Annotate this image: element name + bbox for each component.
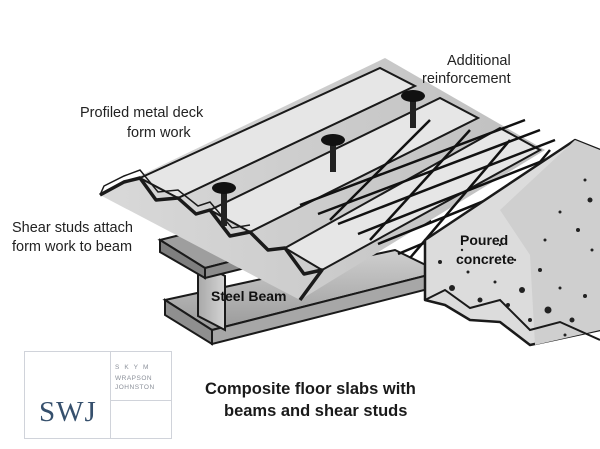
label-additional-reinforcement-line1: Additional bbox=[447, 53, 511, 69]
label-additional-reinforcement-line2: reinforcement bbox=[422, 71, 511, 87]
logo-mark: SWJ bbox=[39, 396, 97, 428]
caption-line1: Composite floor slabs with bbox=[205, 380, 416, 398]
company-logo: SWJ SKYM WRAPSON JOHNSTON bbox=[24, 351, 172, 439]
logo-sub-line1: SKYM bbox=[115, 364, 154, 371]
logo-divider-horizontal bbox=[110, 400, 171, 401]
logo-sub-line2: WRAPSON bbox=[115, 375, 153, 382]
caption-line2: beams and shear studs bbox=[224, 402, 408, 420]
label-poured-concrete-line1: Poured bbox=[460, 232, 509, 248]
shear-stud bbox=[212, 182, 236, 226]
shear-stud bbox=[401, 90, 425, 128]
label-poured-concrete-line2: concrete bbox=[456, 251, 515, 267]
logo-sub-line3: JOHNSTON bbox=[115, 384, 155, 391]
shear-studs bbox=[212, 90, 425, 226]
logo-divider bbox=[110, 352, 111, 438]
poured-concrete bbox=[423, 138, 600, 347]
shear-stud bbox=[321, 134, 345, 172]
label-metal-deck-line1: Profiled metal deck bbox=[80, 105, 204, 121]
metal-deck bbox=[99, 58, 545, 302]
label-shear-studs-line2: form work to beam bbox=[12, 239, 133, 255]
label-metal-deck-line2: form work bbox=[127, 125, 191, 141]
label-steel-beam: Steel Beam bbox=[211, 288, 287, 304]
label-shear-studs-line1: Shear studs attach bbox=[12, 220, 133, 236]
